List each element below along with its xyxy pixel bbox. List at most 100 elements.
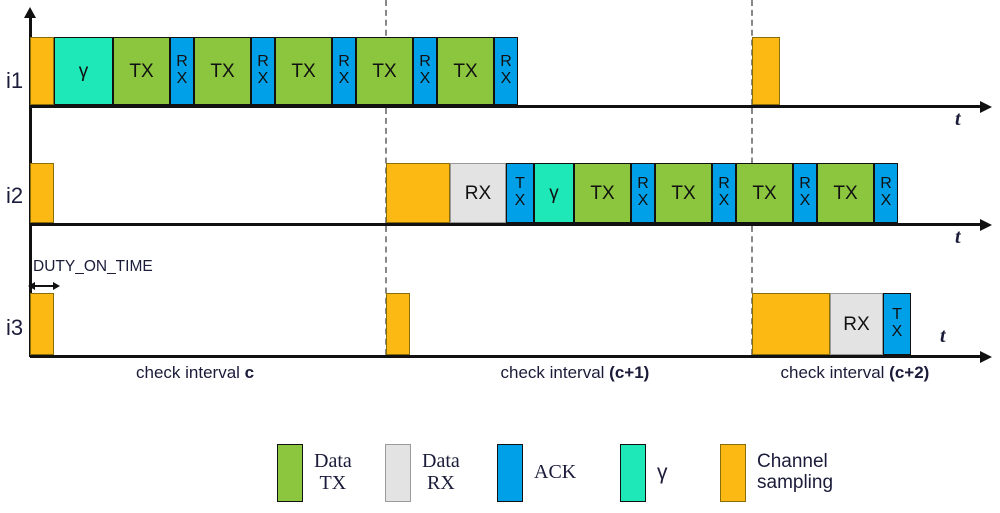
legend-label-line2: RX [426,472,455,494]
block-label-char: X [257,70,269,87]
block-label: γ [549,182,559,204]
check-interval-divider-1 [385,226,387,355]
time-axis-arrow-i1 [980,101,992,113]
data-tx-block: TX [817,163,874,223]
block-label: TX [590,182,615,204]
data-rx-block: RX [830,293,883,355]
time-axis-i3 [30,355,980,358]
legend-swatch-gamma [620,444,646,502]
duty-on-time-label: DUTY_ON_TIME [33,258,153,275]
legend-item-ack: ACK [497,438,576,508]
time-axis-label-i2: t [955,226,961,248]
data-tx-block: TX [574,163,631,223]
time-axis-arrow-i2 [980,219,992,231]
data-tx-block: TX [655,163,712,223]
check-interval-name: (c+1) [609,363,650,382]
legend-swatch-ack [497,444,523,502]
channel-sampling-block [752,37,780,105]
row-label-i2: i2 [6,183,24,208]
data-tx-block: TX [113,37,170,105]
gamma-block: γ [534,163,574,223]
block-label-char: X [500,70,512,87]
data-tx-block: TX [275,37,332,105]
check-interval-prefix: check interval [136,363,245,382]
channel-sampling-block [30,293,54,355]
legend-label-line2: sampling [757,472,834,493]
block-label-char: R [880,175,892,193]
block-label: TX [129,60,154,82]
block-label-char: R [637,175,649,193]
block-label-char: X [637,192,649,209]
vertical-axis-arrow [24,7,36,18]
check-interval-caption-2: check interval (c+1) [501,363,650,383]
legend-swatch-data-rx [385,444,411,502]
legend-label-line1: Data [314,450,352,473]
block-label-char: X [419,70,431,87]
check-interval-divider-2 [751,226,753,355]
legend-swatch-data-tx [277,444,303,502]
block-label-char: R [176,53,188,71]
data-tx-block: TX [437,37,494,105]
block-label: TX [291,60,316,82]
gamma-block: γ [54,37,113,105]
check-interval-name: c [244,363,255,382]
block-label-char: X [799,192,811,209]
data-rx-block: RX [450,163,506,223]
block-label-char: X [891,323,903,340]
duty-on-time-arrow-left [28,282,35,290]
check-interval-prefix: check interval [780,363,890,382]
channel-sampling-block [386,293,410,355]
data-tx-block: TX [194,37,251,105]
legend-label-line2: TX [319,472,347,494]
channel-sampling-block [30,37,54,105]
time-axis-i2 [30,223,980,226]
block-label-char: X [718,192,730,209]
block-label: RX [843,313,870,335]
block-label-char: X [338,70,350,87]
check-interval-prefix: check interval [500,363,610,382]
row-label-i1: i1 [6,68,24,93]
block-label: TX [833,182,858,204]
legend-label-line1: Data [422,450,460,473]
block-label-char: R [799,175,811,193]
legend-label-gamma: γ [657,461,668,485]
duty-on-time-arrow-right [53,282,60,290]
block-label: TX [752,182,777,204]
block-label: TX [453,60,478,82]
block-label: γ [78,60,89,82]
block-label-char: R [257,53,269,71]
duty-on-time-measure-line [32,285,54,287]
time-axis-arrow-i3 [980,351,992,363]
legend-swatch-channel-sampling [720,444,746,502]
legend-label-ack: ACK [534,462,576,484]
data-tx-block: TX [736,163,793,223]
block-label: TX [671,182,696,204]
time-axis-label-i3: t [940,325,946,347]
channel-sampling-block [386,163,450,223]
block-label-char: X [176,70,188,87]
block-label-char: T [515,175,525,193]
check-interval-caption-3: check interval (c+2) [781,363,930,383]
block-label: TX [210,60,235,82]
block-label: RX [464,182,492,204]
time-axis-label-i1: t [955,108,961,130]
time-axis-i1 [30,105,980,108]
check-interval-caption-1: check interval c [136,363,254,383]
block-label-char: T [892,306,902,324]
block-label-char: X [514,192,526,209]
